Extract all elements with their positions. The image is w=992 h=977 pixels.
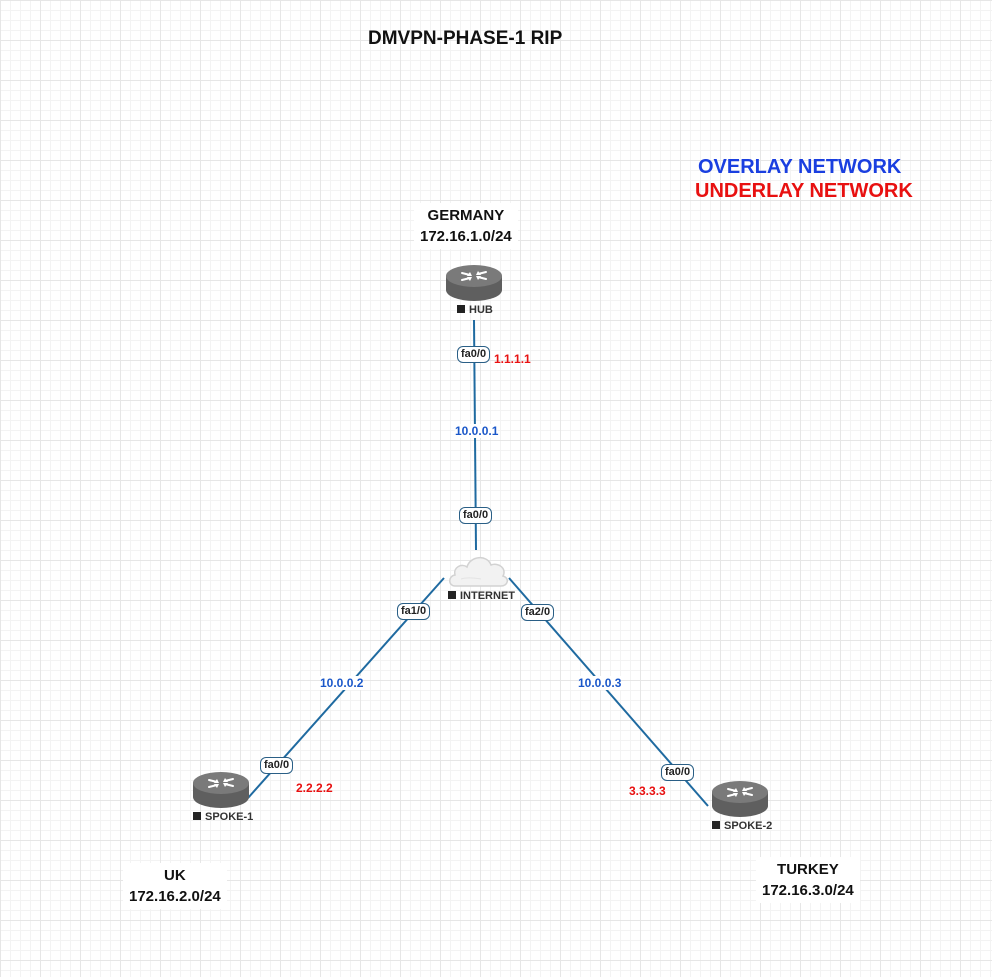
- site-turkey-network: 172.16.3.0/24: [762, 882, 854, 899]
- spoke2-label: SPOKE-2: [712, 820, 772, 832]
- site-germany: GERMANY 172.16.1.0/24: [414, 203, 518, 249]
- spoke1-underlay-ip: 2.2.2.2: [296, 781, 333, 795]
- hub-label: HUB: [457, 304, 493, 316]
- spoke2-router-icon[interactable]: [711, 780, 769, 818]
- site-germany-name: GERMANY: [427, 207, 505, 224]
- internet-fa00-interface[interactable]: fa0/0: [459, 507, 493, 524]
- hub-fa00-interface[interactable]: fa0/0: [457, 346, 491, 363]
- diagram-title: DMVPN-PHASE-1 RIP: [368, 28, 563, 49]
- spoke1-fa00-interface[interactable]: fa0/0: [260, 757, 294, 774]
- spoke2-overlay-ip: 10.0.0.3: [578, 676, 622, 690]
- internet-cloud-icon[interactable]: [447, 548, 511, 590]
- spoke1-router-icon[interactable]: [192, 771, 250, 809]
- spoke1-label: SPOKE-1: [193, 811, 253, 823]
- internet-fa20-interface[interactable]: fa2/0: [521, 604, 555, 621]
- site-uk: UK 172.16.2.0/24: [123, 863, 227, 909]
- site-uk-name: UK: [164, 867, 186, 884]
- site-turkey: TURKEY 172.16.3.0/24: [756, 857, 860, 903]
- hub-underlay-ip: 1.1.1.1: [494, 352, 531, 366]
- site-turkey-name: TURKEY: [777, 861, 839, 878]
- internet-label: INTERNET: [448, 590, 515, 602]
- hub-router-icon[interactable]: [445, 264, 503, 302]
- internet-fa10-interface[interactable]: fa1/0: [397, 603, 431, 620]
- spoke2-underlay-ip: 3.3.3.3: [629, 784, 666, 798]
- legend-underlay: UNDERLAY NETWORK: [695, 180, 913, 202]
- site-germany-network: 172.16.1.0/24: [420, 228, 512, 245]
- hub-overlay-ip: 10.0.0.1: [455, 424, 499, 438]
- spoke2-fa00-interface[interactable]: fa0/0: [661, 764, 695, 781]
- legend-overlay: OVERLAY NETWORK: [698, 156, 902, 178]
- spoke1-overlay-ip: 10.0.0.2: [320, 676, 364, 690]
- site-uk-network: 172.16.2.0/24: [129, 888, 221, 905]
